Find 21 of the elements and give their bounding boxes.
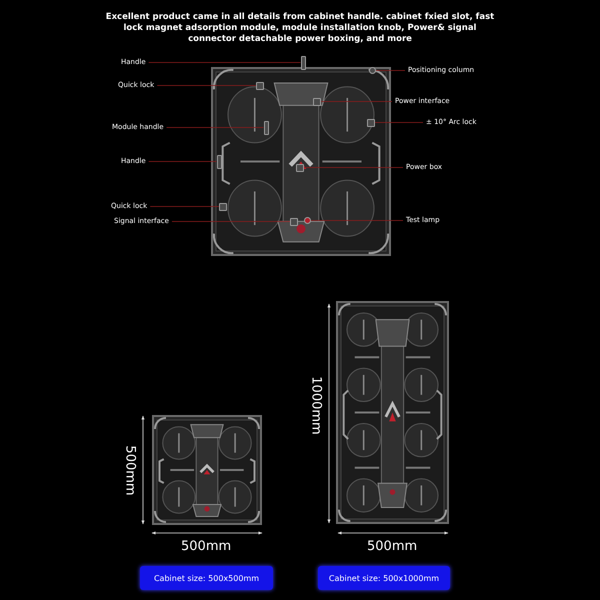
leader-line [374, 122, 424, 123]
handle-part [216, 154, 222, 168]
leader-line [172, 221, 290, 222]
handle-part [300, 56, 306, 70]
leader-line [375, 70, 406, 71]
dimension-label: 500mm [367, 538, 418, 554]
leader-line [156, 85, 256, 86]
handle-part [264, 120, 268, 134]
leader-line [150, 206, 220, 207]
cabinet-size-badge: Cabinet size: 500x500mm [140, 566, 273, 590]
leader-line [304, 167, 404, 168]
cabinet-size-badge: Cabinet size: 500x1000mm [318, 566, 450, 590]
leader-line [148, 62, 301, 63]
leader-line [166, 127, 264, 128]
dimension-label: 500mm [181, 538, 232, 554]
leader-line [148, 161, 217, 162]
leader-line [320, 101, 392, 102]
dimension-label: 1000mm [308, 376, 324, 434]
leader-line [310, 220, 404, 221]
description-text: Excellent product came in all details from cabinet handle. cabinet fxied slot, fast lock magnet adsorption module, module installation knob, Power& signal connector detachable power boxing, and more [104, 12, 496, 45]
dimension-label: 500mm [122, 444, 138, 496]
